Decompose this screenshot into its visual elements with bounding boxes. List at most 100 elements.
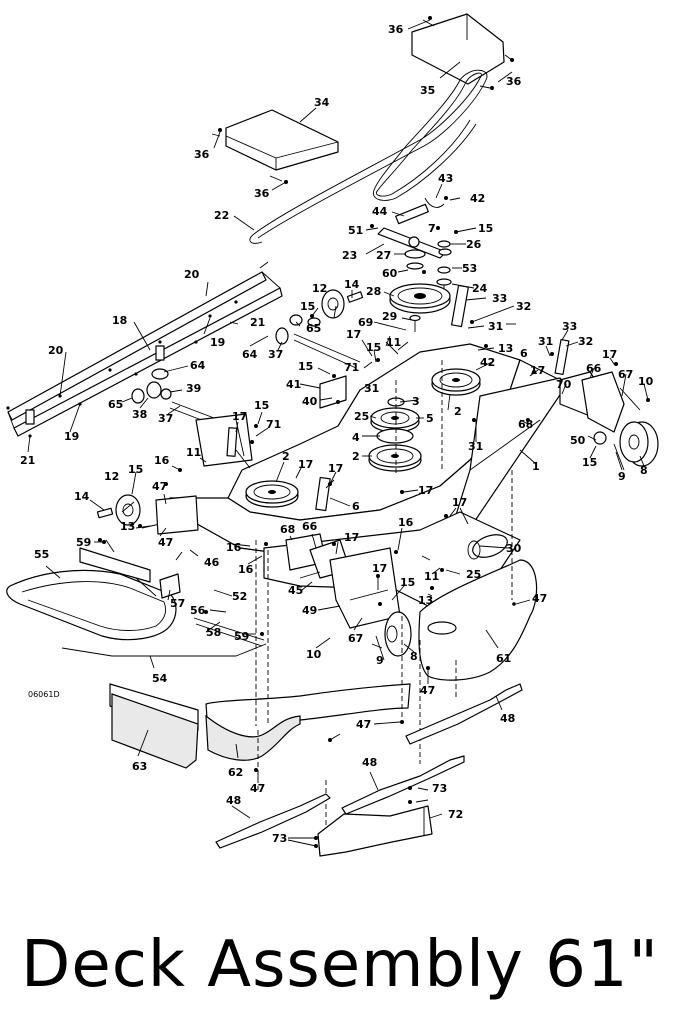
callout-17-e: 17 (298, 458, 313, 471)
callout-35: 35 (420, 84, 435, 97)
callout-62: 62 (228, 766, 243, 779)
callout-41: 41 (286, 378, 301, 391)
callout-54: 54 (152, 672, 168, 685)
callout-26: 26 (466, 238, 482, 251)
callout-17-h: 17 (452, 496, 467, 509)
discharge-chute-55 (6, 539, 267, 657)
callout-25-a: 25 (354, 410, 369, 423)
gauge-wheel-right (593, 421, 659, 471)
callout-15-h: 15 (400, 576, 415, 589)
callout-47-c: 47 (532, 592, 547, 605)
callout-48-b: 48 (362, 756, 377, 769)
callout-40: 40 (302, 395, 318, 408)
callout-2-a: 2 (454, 405, 462, 418)
callout-6-a: 6 (520, 347, 528, 360)
callout-39: 39 (186, 382, 201, 395)
callout-15-f: 15 (254, 399, 269, 412)
callout-71-a: 71 (344, 361, 359, 374)
callout-34: 34 (314, 96, 330, 109)
callout-37-a: 37 (268, 348, 283, 361)
callout-71-b: 71 (266, 418, 281, 431)
callout-45: 45 (288, 584, 303, 597)
callout-2-b: 2 (352, 450, 360, 463)
callout-15-d: 15 (300, 300, 315, 313)
callout-16-b: 16 (226, 541, 242, 554)
callout-67-a: 67 (618, 368, 633, 381)
blade-spacer-72 (317, 805, 433, 857)
callout-8-a: 8 (640, 464, 648, 477)
callout-31-d: 31 (468, 440, 483, 453)
callout-19-a: 19 (210, 336, 225, 349)
callout-labels: 36 35 36 34 36 36 22 43 42 44 51 7 15 26… (20, 23, 654, 845)
callout-11-b: 11 (186, 446, 201, 459)
callout-44: 44 (372, 205, 388, 218)
callout-17-i: 17 (344, 531, 359, 544)
callout-27: 27 (376, 249, 391, 262)
callout-63: 63 (132, 760, 147, 773)
callout-13-a: 13 (498, 342, 513, 355)
callout-17-g: 17 (418, 484, 433, 497)
callout-7: 7 (428, 222, 436, 235)
callout-36-d: 36 (254, 187, 270, 200)
callout-16-a: 16 (154, 454, 170, 467)
callout-47-d: 47 (420, 684, 435, 697)
callout-28: 28 (366, 285, 381, 298)
callout-3: 3 (412, 395, 420, 408)
lower-left-spindle-parts (96, 494, 199, 535)
callout-37-b: 37 (158, 412, 173, 425)
callout-25-b: 25 (466, 568, 481, 581)
callout-17-c: 17 (602, 348, 617, 361)
callout-14-b: 14 (74, 490, 90, 503)
callout-65-a: 65 (306, 322, 321, 335)
belt-cover-34 (211, 109, 339, 182)
callout-68-b: 68 (280, 523, 295, 536)
callout-8-b: 8 (410, 650, 418, 663)
callout-36-b: 36 (506, 75, 522, 88)
callout-31-a: 31 (488, 320, 503, 333)
callout-15-a: 15 (478, 222, 493, 235)
callout-66: 66 (586, 362, 602, 375)
drive-belt-22 (249, 69, 488, 244)
callout-11-c: 11 (424, 570, 439, 583)
callout-13-c: 13 (418, 594, 433, 607)
callout-57: 57 (170, 597, 185, 610)
callout-67-b: 67 (348, 632, 363, 645)
idler-arm-assembly (377, 197, 458, 300)
callout-30: 30 (506, 542, 522, 555)
side-rail-assembly (6, 261, 283, 438)
callout-9-a: 9 (618, 470, 626, 483)
callout-64-a: 64 (242, 348, 258, 361)
callout-16-c: 16 (238, 563, 254, 576)
callout-15-b: 15 (366, 341, 381, 354)
callout-61: 61 (496, 652, 511, 665)
callout-48-c: 48 (226, 794, 241, 807)
callout-47-e: 47 (356, 718, 371, 731)
belt-cover-35 (411, 13, 513, 89)
callout-58: 58 (206, 626, 221, 639)
deck-pulleys (245, 368, 481, 508)
bushings-left (131, 368, 215, 425)
callout-15-e: 15 (298, 360, 313, 373)
idler-pulley-28 (389, 283, 451, 332)
callout-52: 52 (232, 590, 247, 603)
page-title: Deck Assembly 61" (21, 928, 659, 1002)
alignment-lines (255, 360, 513, 830)
callout-69: 69 (358, 316, 373, 329)
callout-70: 70 (556, 378, 572, 391)
callout-17-f: 17 (328, 462, 343, 475)
deck-assembly-diagram: 36 35 36 34 36 36 22 43 42 44 51 7 15 26… (6, 13, 659, 857)
callout-46: 46 (204, 556, 220, 569)
callout-32-b: 32 (578, 335, 593, 348)
deck-baffle-62 (205, 683, 411, 761)
mower-blades-48 (215, 683, 523, 849)
callout-33-a: 33 (492, 292, 507, 305)
callout-2-c: 2 (282, 450, 290, 463)
callout-5: 5 (426, 412, 434, 425)
callout-20-b: 20 (48, 344, 64, 357)
callout-15-c: 15 (582, 456, 597, 469)
callout-20-a: 20 (184, 268, 200, 281)
callout-73-a: 73 (432, 782, 447, 795)
callout-9-b: 9 (376, 654, 384, 667)
callout-59-b: 59 (234, 630, 249, 643)
callout-12-a: 12 (312, 282, 327, 295)
